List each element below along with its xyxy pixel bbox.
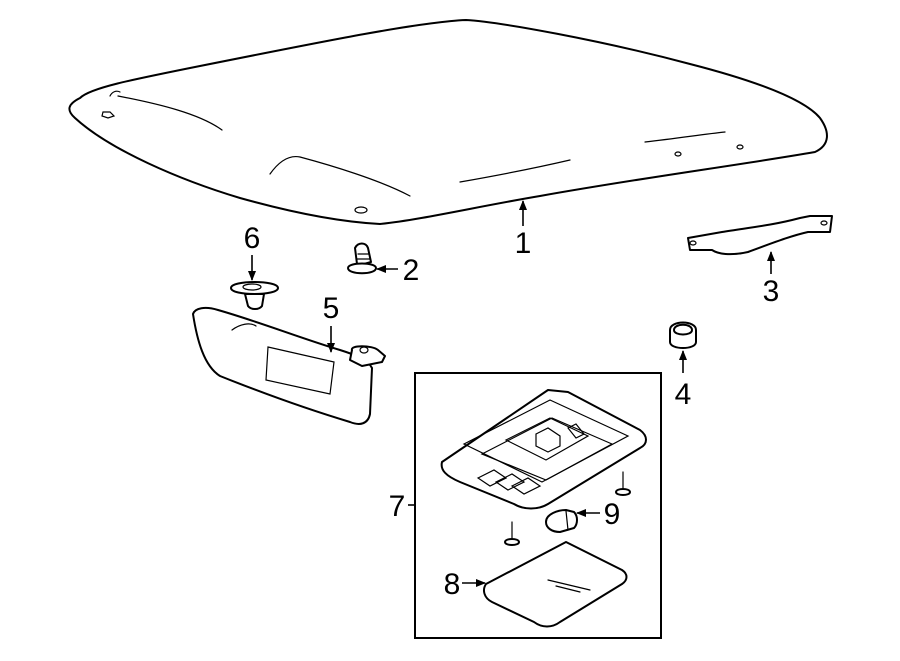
lamp-lens-part[interactable] bbox=[483, 541, 628, 628]
callout-8: 8 bbox=[444, 568, 461, 601]
callout-4: 4 bbox=[675, 378, 692, 411]
grab-handle-part[interactable] bbox=[687, 215, 833, 256]
screw-right-part[interactable] bbox=[615, 471, 631, 496]
callout-5: 5 bbox=[323, 292, 340, 325]
callout-7: 7 bbox=[389, 490, 406, 523]
callout-3: 3 bbox=[763, 275, 780, 308]
callout-9: 9 bbox=[604, 498, 621, 531]
sun-visor-part[interactable] bbox=[192, 306, 386, 425]
visor-holder-part[interactable] bbox=[230, 281, 279, 310]
cap-part[interactable] bbox=[669, 321, 697, 349]
headliner-part[interactable] bbox=[68, 19, 828, 225]
screw-left-part[interactable] bbox=[504, 521, 520, 546]
dome-lamp-housing-part[interactable] bbox=[440, 389, 647, 510]
callout-2: 2 bbox=[403, 254, 420, 287]
clip-part[interactable] bbox=[347, 242, 377, 275]
bulb-part[interactable] bbox=[545, 509, 578, 533]
callout-1: 1 bbox=[515, 227, 532, 260]
callout-6: 6 bbox=[244, 222, 261, 255]
